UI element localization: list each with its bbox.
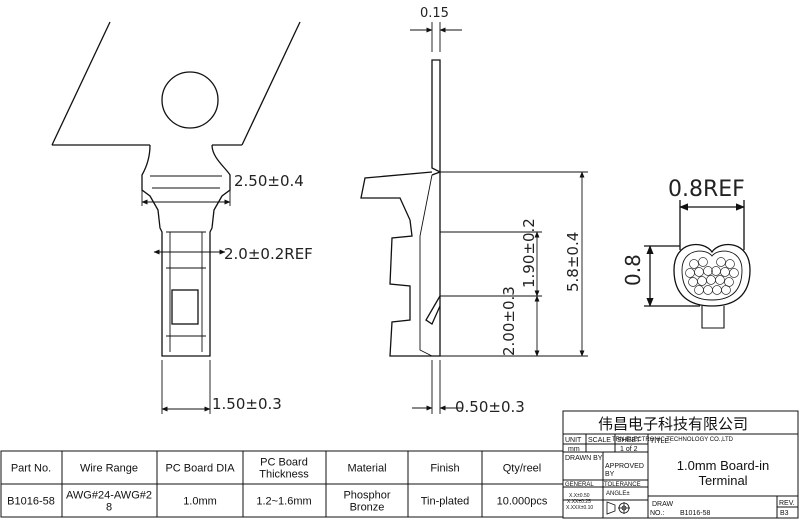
rev-value: B3	[780, 510, 789, 517]
dim-bottom-width: 1.50±0.3	[212, 395, 282, 413]
drawing-title-line1: 1.0mm Board-in	[677, 458, 769, 473]
spec-header-5: Finish	[430, 463, 459, 475]
dim-overall-height: 5.8±0.4	[564, 232, 582, 292]
crimp-section	[644, 200, 751, 329]
spec-header-0: Part No.	[11, 463, 51, 475]
drawing-number: B1016-58	[680, 510, 710, 517]
carrier-strip-left-edge	[51, 21, 111, 146]
spec-cell-2: 1.0mm	[183, 496, 217, 508]
approved-by-label-1: APPROVED	[605, 463, 644, 470]
sheet-value: 1 of 2	[620, 446, 638, 453]
locking-lance	[425, 295, 441, 325]
spec-cell-5: Tin-plated	[421, 496, 470, 508]
spec-header-1: Wire Range	[80, 463, 138, 475]
dim-tail-offset: 0.50±0.3	[455, 398, 525, 416]
dim-ref-width: 2.0±0.2REF	[224, 245, 313, 263]
spec-table	[0, 450, 564, 518]
spec-cell-1-line-1: 8	[106, 502, 112, 514]
dim-crimp-ref: 0.8REF	[668, 177, 745, 202]
spec-header-3-line-1: Thickness	[259, 469, 309, 481]
no-label: NO.:	[650, 510, 664, 517]
company-name-en: TRN ELECTRONIC TECHNOLOGY CO.,LTD	[612, 437, 734, 443]
company-name-cn: 伟昌电子科技有限公司	[598, 416, 748, 433]
side-view-dimensions	[410, 22, 588, 414]
general-label: GENERAL	[565, 482, 594, 488]
tolerance-3: X.XXX±0.10	[566, 505, 593, 511]
dim-lower-height: 2.00±0.3	[500, 286, 518, 356]
approved-by-label-2: BY	[605, 471, 615, 478]
spec-cell-1-line-0: AWG#24-AWG#2	[66, 490, 152, 502]
front-view	[51, 21, 301, 357]
side-view	[360, 59, 441, 357]
tolerance-1: X.X±0.50	[569, 493, 590, 499]
pilot-hole	[161, 71, 219, 129]
carrier-strip-right-edge	[241, 21, 301, 146]
angle-label: ANGLE±	[606, 491, 630, 497]
crimp-outline	[673, 244, 751, 307]
drawing-title-line2: Terminal	[698, 473, 747, 488]
spec-cell-3: 1.2~1.6mm	[256, 496, 311, 508]
draw-label: DRAW	[652, 501, 674, 508]
dim-lance-height: 1.90±0.2	[520, 218, 538, 288]
spec-cell-4-line-1: Bronze	[350, 502, 385, 514]
spec-cell-0: B1016-58	[7, 496, 55, 508]
projection-symbol-icon	[606, 501, 630, 515]
title-label: TITLE:	[650, 438, 671, 445]
terminal-window	[171, 289, 199, 325]
rev-label: REV.	[779, 500, 795, 507]
wire-strands	[685, 257, 739, 295]
drawn-by-label: DRAWN BY	[565, 455, 603, 462]
spec-header-6: Qty/reel	[503, 463, 542, 475]
tolerance-2: X.XX±0.25	[567, 499, 591, 505]
dim-crimp-height: 0.8	[621, 254, 645, 286]
dim-thickness-top: 0.15	[420, 6, 449, 21]
spec-header-3-line-0: PC Board	[260, 457, 308, 469]
front-view-dimensions	[141, 190, 231, 414]
terminal-tail	[431, 59, 441, 174]
spec-cell-6: 10.000pcs	[497, 496, 548, 508]
side-body-outline	[389, 172, 441, 357]
tolerance-label: TOLERANCE	[604, 482, 641, 488]
dim-head-width: 2.50±0.4	[234, 172, 304, 190]
scale-label: SCALE	[588, 437, 611, 444]
unit-label: UNIT	[565, 437, 582, 444]
spec-header-4: Material	[347, 463, 386, 475]
sheet-label: SHEET	[617, 437, 641, 444]
spec-table-cells: Part No. Wire Range PC Board DIA PC BoardTh…	[7, 457, 548, 514]
spec-cell-4-line-0: Phosphor	[343, 490, 390, 502]
unit-value: mm	[568, 446, 580, 453]
terminal-outline	[141, 144, 231, 357]
spec-header-2: PC Board DIA	[165, 463, 235, 475]
